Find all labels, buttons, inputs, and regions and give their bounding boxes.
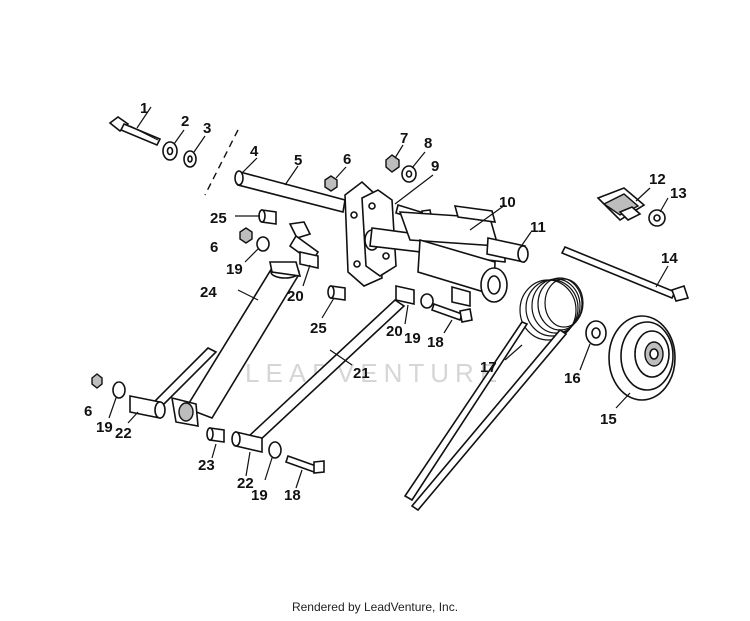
callout-11: 11 bbox=[530, 219, 546, 236]
part-18-bolt-lower[interactable] bbox=[284, 454, 325, 489]
footer-credit: Rendered by LeadVenture, Inc. bbox=[291, 600, 459, 614]
part-25-spacer-lower[interactable] bbox=[321, 285, 346, 319]
part-1-bolt[interactable] bbox=[108, 106, 162, 147]
callout-6-top: 6 bbox=[343, 151, 351, 168]
callout-19-mid: 19 bbox=[404, 330, 421, 347]
callout-22-right: 22 bbox=[237, 475, 254, 492]
callout-9: 9 bbox=[431, 158, 439, 175]
part-5-pivot-shaft[interactable] bbox=[234, 157, 346, 213]
callout-19-lower-right: 19 bbox=[251, 487, 268, 504]
callout-10: 10 bbox=[499, 194, 516, 211]
part-24-cylinder[interactable] bbox=[184, 261, 302, 419]
callout-15: 15 bbox=[600, 411, 617, 428]
callout-24: 24 bbox=[200, 284, 217, 301]
callout-17: 17 bbox=[480, 359, 497, 376]
part-3-washer[interactable] bbox=[183, 135, 206, 168]
callout-14: 14 bbox=[661, 250, 678, 267]
callout-19-upper: 19 bbox=[226, 261, 243, 278]
part-22-pivot-left[interactable] bbox=[127, 395, 199, 427]
part-19-washer-lower-left[interactable] bbox=[108, 381, 126, 419]
part-20-arm-upper[interactable] bbox=[288, 221, 320, 287]
callout-3: 3 bbox=[203, 120, 211, 137]
callout-25-lower: 25 bbox=[310, 320, 327, 337]
part-7-nut[interactable] bbox=[385, 144, 404, 173]
callout-1: 1 bbox=[140, 100, 148, 117]
part-2-washer[interactable] bbox=[162, 129, 185, 161]
callout-25-upper: 25 bbox=[210, 210, 227, 227]
part-6-nut-lower[interactable] bbox=[91, 373, 103, 389]
alignment-dashes bbox=[204, 129, 239, 196]
callout-16: 16 bbox=[564, 370, 581, 387]
part-23-spacer[interactable] bbox=[206, 427, 225, 459]
callout-13: 13 bbox=[670, 185, 687, 202]
part-19-washer-upper[interactable] bbox=[244, 236, 270, 263]
callout-4: 4 bbox=[250, 143, 259, 160]
part-10-idler-frame[interactable] bbox=[369, 204, 508, 307]
part-6-nut[interactable] bbox=[324, 166, 347, 192]
callout-8: 8 bbox=[424, 135, 432, 152]
part-15-idler-pulley[interactable] bbox=[608, 315, 676, 409]
part-20-arm-lower[interactable] bbox=[395, 285, 415, 325]
callout-20-lower: 20 bbox=[386, 323, 403, 340]
part-13-washer[interactable] bbox=[648, 197, 669, 227]
part-12-block[interactable] bbox=[596, 187, 651, 222]
callout-21: 21 bbox=[353, 365, 370, 382]
callout-20-upper: 20 bbox=[287, 288, 304, 305]
part-16-washer[interactable] bbox=[579, 320, 607, 371]
callout-6-left: 6 bbox=[210, 239, 218, 256]
part-6-nut-left[interactable] bbox=[239, 227, 253, 244]
callout-18-upper: 18 bbox=[427, 334, 444, 351]
callout-2: 2 bbox=[181, 113, 189, 130]
callout-18-lower: 18 bbox=[284, 487, 301, 504]
part-25-spacer-upper[interactable] bbox=[235, 209, 277, 225]
part-18-bolt-upper[interactable] bbox=[430, 302, 473, 334]
part-14-long-bolt[interactable] bbox=[560, 245, 690, 302]
part-19-washer-lower-right[interactable] bbox=[264, 441, 282, 481]
part-17-torsion-spring[interactable] bbox=[403, 277, 584, 512]
part-22-pivot-right[interactable] bbox=[231, 430, 263, 477]
part-19-washer-mid[interactable] bbox=[420, 293, 434, 309]
watermark-text: LEADVENTURE bbox=[245, 358, 503, 388]
part-8-washer[interactable] bbox=[401, 151, 426, 183]
callout-7: 7 bbox=[400, 130, 408, 147]
callout-6-lower: 6 bbox=[84, 403, 92, 420]
callout-5: 5 bbox=[294, 152, 302, 169]
part-11-spindle[interactable] bbox=[486, 231, 532, 263]
callout-19-lower-left: 19 bbox=[96, 419, 113, 436]
callout-22-left: 22 bbox=[115, 425, 132, 442]
callout-12: 12 bbox=[649, 171, 666, 188]
callout-23: 23 bbox=[198, 457, 215, 474]
